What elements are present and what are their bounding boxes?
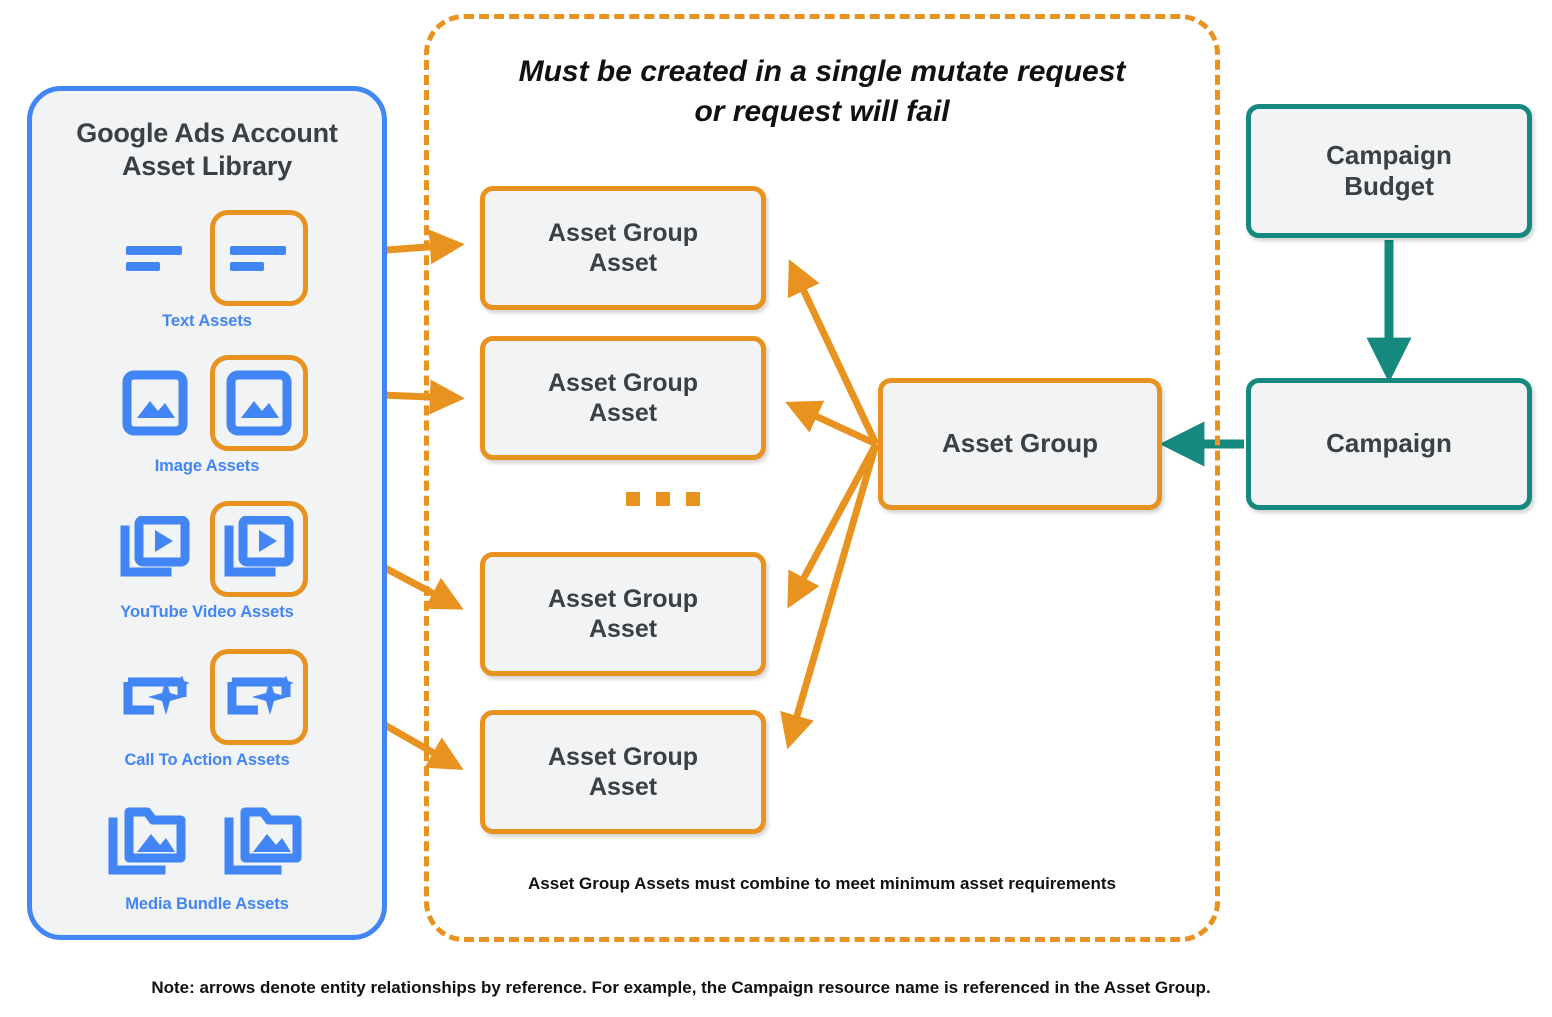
image-asset-icon [106, 355, 204, 451]
media-bundle-asset-icon-2 [216, 793, 314, 889]
asset-group-asset-2-line2: Asset [588, 399, 658, 427]
mutate-request-heading: Must be created in a single mutate reque… [440, 52, 1204, 132]
campaign-node[interactable]: Campaign [1246, 378, 1532, 510]
asset-group-asset-4-line1: Asset Group [547, 743, 699, 771]
asset-library-title: Google Ads Account Asset Library [32, 117, 382, 183]
library-item-call-to-action-assets[interactable]: Call To Action Assets [32, 649, 382, 770]
mutate-heading-line1: Must be created in a single mutate reque… [518, 55, 1126, 88]
diagram-note: Note: arrows denote entity relationships… [151, 978, 1211, 997]
library-item-label-text-assets: Text Assets [162, 312, 252, 330]
mutate-request-container [424, 14, 1220, 942]
asset-group-asset-2-line1: Asset Group [547, 369, 699, 397]
campaign-budget-node[interactable]: Campaign Budget [1246, 104, 1532, 238]
library-item-image-assets[interactable]: Image Assets [32, 355, 382, 476]
ellipsis-dot-2 [656, 492, 670, 506]
library-item-label-call-to-action-assets: Call To Action Assets [124, 751, 290, 769]
youtube-video-asset-icon [106, 501, 204, 597]
asset-group-asset-3-line1: Asset Group [547, 585, 699, 613]
call-to-action-asset-icon [106, 649, 204, 745]
mutate-heading-line2: or request will fail [694, 94, 950, 128]
asset-group-node[interactable]: Asset Group [878, 378, 1162, 510]
asset-group-asset-1-line2: Asset [588, 249, 658, 277]
ellipsis-dot-1 [626, 492, 640, 506]
youtube-video-asset-icon-highlighted[interactable] [210, 501, 308, 597]
library-item-label-youtube-video-assets: YouTube Video Assets [120, 603, 294, 621]
ellipsis-indicator [626, 492, 700, 506]
asset-group-asset-3-line2: Asset [588, 615, 658, 643]
asset-library-title-line2: Asset Library [122, 150, 292, 181]
library-item-label-media-bundle-assets: Media Bundle Assets [125, 895, 289, 913]
asset-group-asset-node-1[interactable]: Asset Group Asset [480, 186, 766, 310]
asset-group-asset-node-4[interactable]: Asset Group Asset [480, 710, 766, 834]
media-bundle-asset-icon [100, 793, 198, 889]
asset-group-asset-1-line1: Asset Group [547, 219, 699, 247]
asset-group-asset-node-2[interactable]: Asset Group Asset [480, 336, 766, 460]
call-to-action-asset-icon-highlighted[interactable] [210, 649, 308, 745]
image-asset-icon-highlighted[interactable] [210, 355, 308, 451]
asset-library-title-line1: Google Ads Account [76, 118, 338, 148]
asset-group-asset-4-line2: Asset [588, 773, 658, 801]
campaign-node-label: Campaign [1326, 428, 1452, 459]
asset-library-panel: Google Ads Account Asset Library [27, 86, 387, 940]
asset-group-node-label: Asset Group [941, 428, 1099, 459]
campaign-budget-label-line2: Budget [1344, 171, 1434, 201]
library-item-text-assets[interactable]: Text Assets [32, 210, 382, 331]
campaign-budget-label-line1: Campaign [1326, 139, 1452, 170]
library-item-youtube-video-assets[interactable]: YouTube Video Assets [32, 501, 382, 622]
library-item-label-image-assets: Image Assets [154, 457, 260, 475]
text-asset-icon-highlighted[interactable] [210, 210, 308, 306]
library-item-media-bundle-assets[interactable]: Media Bundle Assets [32, 793, 382, 914]
ellipsis-dot-3 [686, 492, 700, 506]
mutate-request-footnote: Asset Group Assets must combine to meet … [528, 874, 1116, 893]
asset-group-asset-node-3[interactable]: Asset Group Asset [480, 552, 766, 676]
text-asset-icon [106, 210, 204, 306]
